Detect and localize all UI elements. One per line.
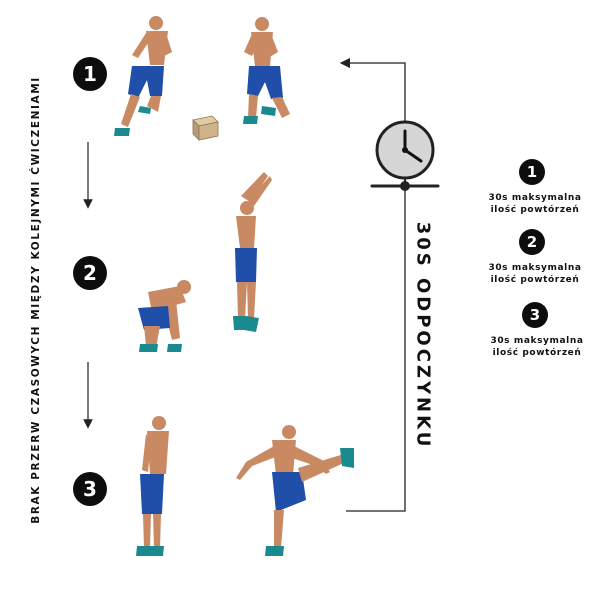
athlete-figure-1b <box>243 17 290 124</box>
legend-text-1: 30s maksymalna ilość powtórzeń <box>455 192 615 216</box>
rest-label-text: 30S ODPOCZYNKU <box>412 221 434 449</box>
athlete-figure-3b <box>236 425 354 556</box>
legend-text-2: 30s maksymalna ilość powtórzeń <box>455 262 615 286</box>
legend-1-line2: ilość powtórzeń <box>490 205 580 215</box>
athlete-figure-2a <box>138 280 191 352</box>
clock-icon <box>370 120 440 191</box>
athlete-figure-2b <box>233 172 272 332</box>
rest-loop-line <box>339 57 406 512</box>
legend-1-line1: 30s maksymalna <box>488 193 582 203</box>
legend-text-3: 30s maksymalna ilość powtórzeń <box>457 335 616 359</box>
step-1-badge: 1 <box>73 57 107 91</box>
plyo-box <box>192 115 219 141</box>
legend-3-line1: 30s maksymalna <box>490 336 584 346</box>
legend-2-line1: 30s maksymalna <box>488 263 582 273</box>
step-3-badge: 3 <box>73 472 107 506</box>
legend-3-line2: ilość powtórzeń <box>492 348 582 358</box>
step-2-badge: 2 <box>73 256 107 290</box>
legend-badge-1: 1 <box>519 159 545 185</box>
legend-badge-3: 3 <box>522 302 548 328</box>
legend-2-line2: ilość powtórzeń <box>490 275 580 285</box>
athlete-figure-3a <box>136 416 169 556</box>
athlete-figure-1a <box>114 16 172 136</box>
legend-badge-2: 2 <box>519 229 545 255</box>
rest-label: 30S ODPOCZYNKU <box>405 200 441 470</box>
